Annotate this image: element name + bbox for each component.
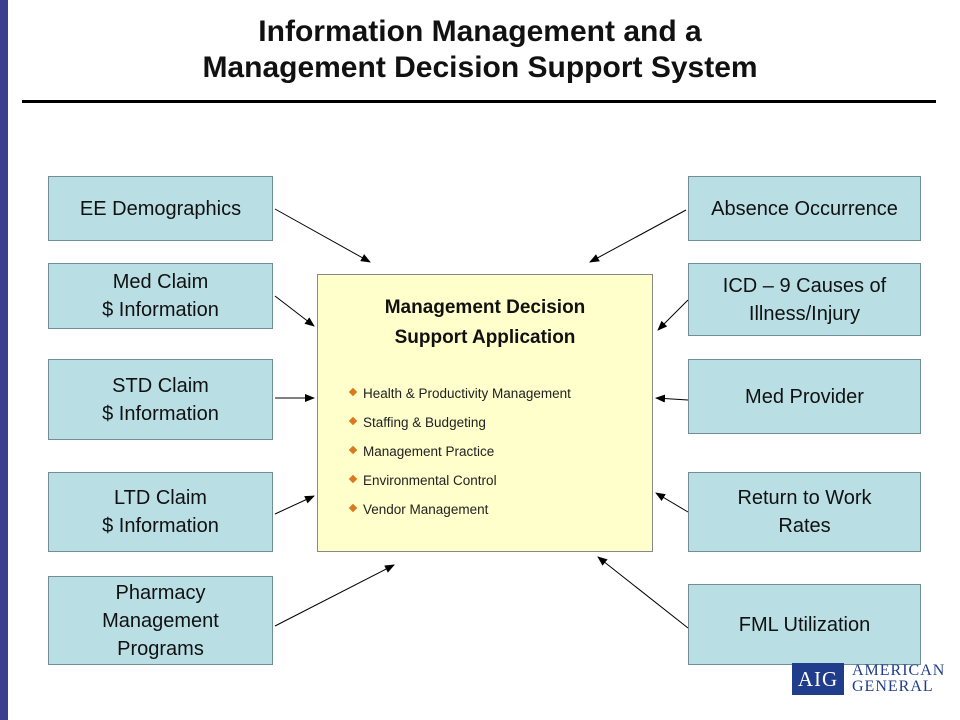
box-label: FML Utilization (738, 613, 871, 636)
bullet-item: Management Practice (348, 437, 571, 466)
diamond-bullet-icon (348, 417, 358, 426)
diamond-bullet-icon (348, 446, 358, 455)
box-std-claim: STD Claim $ Information (48, 359, 273, 440)
box-fml-utilization: FML Utilization (688, 584, 921, 665)
box-label: Pharmacy (115, 581, 206, 604)
center-title-line-1: Management Decision (384, 297, 586, 318)
box-absence-occurrence: Absence Occurrence (688, 176, 921, 241)
arrow-pharmacy (274, 564, 395, 627)
arrow-fml-utilization (597, 556, 689, 629)
box-med-claim: Med Claim $ Information (48, 263, 273, 329)
box-label: Med Provider (745, 385, 864, 408)
box-label: ICD – 9 Causes of (722, 274, 887, 297)
box-label: Rates (778, 515, 831, 537)
arrow-ee-demographics (274, 208, 371, 263)
left-accent-bar (0, 0, 8, 720)
box-label: STD Claim (112, 374, 209, 397)
bullet-item: Environmental Control (348, 466, 571, 495)
box-label: Return to Work (737, 487, 872, 509)
box-label: EE Demographics (79, 197, 242, 220)
box-ltd-claim: LTD Claim $ Information (48, 472, 273, 552)
box-label: Programs (117, 637, 204, 660)
bullet-item: Vendor Management (348, 495, 571, 524)
box-pharmacy-management: Pharmacy Management Programs (48, 576, 273, 665)
box-label: LTD Claim (114, 487, 207, 509)
aig-logo-mark: AIG (792, 663, 844, 695)
arrow-med-provider (655, 394, 689, 403)
diamond-bullet-icon (348, 475, 358, 484)
arrow-icd9 (657, 299, 689, 331)
title-line-2: Management Decision Support System (202, 51, 758, 84)
box-ee-demographics: EE Demographics (48, 176, 273, 241)
title-underline (22, 100, 936, 103)
bullet-text: Management Practice (363, 444, 495, 459)
bullet-text: Health & Productivity Management (363, 386, 571, 401)
center-title: Management Decision Support Application (318, 293, 652, 353)
diamond-bullet-icon (348, 504, 358, 513)
box-label: $ Information (102, 515, 219, 537)
box-med-provider: Med Provider (688, 359, 921, 434)
arrow-absence-occurrence (589, 209, 687, 263)
american-general-wordmark: AMERICAN GENERAL (852, 663, 945, 695)
diamond-bullet-icon (348, 388, 358, 397)
center-title-line-2: Support Application (394, 327, 576, 348)
bullet-text: Environmental Control (363, 473, 497, 488)
box-label: $ Information (102, 299, 219, 321)
bullet-text: Vendor Management (363, 502, 489, 517)
center-decision-support-box: Management Decision Support Application … (317, 274, 653, 552)
box-label: Illness/Injury (748, 302, 861, 325)
arrow-return-to-work (655, 492, 689, 513)
slide-title: Information Management and a Management … (20, 14, 940, 86)
aig-american-general-logo: AIG AMERICAN GENERAL (792, 663, 960, 697)
box-label: Management (102, 609, 219, 632)
title-line-1: Information Management and a (258, 15, 702, 48)
box-return-to-work: Return to Work Rates (688, 472, 921, 552)
arrow-ltd-claim (274, 495, 315, 515)
arrow-med-claim (274, 295, 315, 327)
box-icd9-causes: ICD – 9 Causes of Illness/Injury (688, 263, 921, 336)
bullet-text: Staffing & Budgeting (363, 415, 486, 430)
bullet-item: Health & Productivity Management (348, 379, 571, 408)
box-label: Absence Occurrence (711, 197, 898, 220)
logo-line-2: GENERAL (852, 678, 934, 695)
box-label: Med Claim (112, 271, 209, 293)
box-label: $ Information (102, 402, 219, 425)
center-bullet-list: Health & Productivity Management Staffin… (348, 379, 571, 524)
bullet-item: Staffing & Budgeting (348, 408, 571, 437)
logo-line-1: AMERICAN (852, 662, 946, 679)
